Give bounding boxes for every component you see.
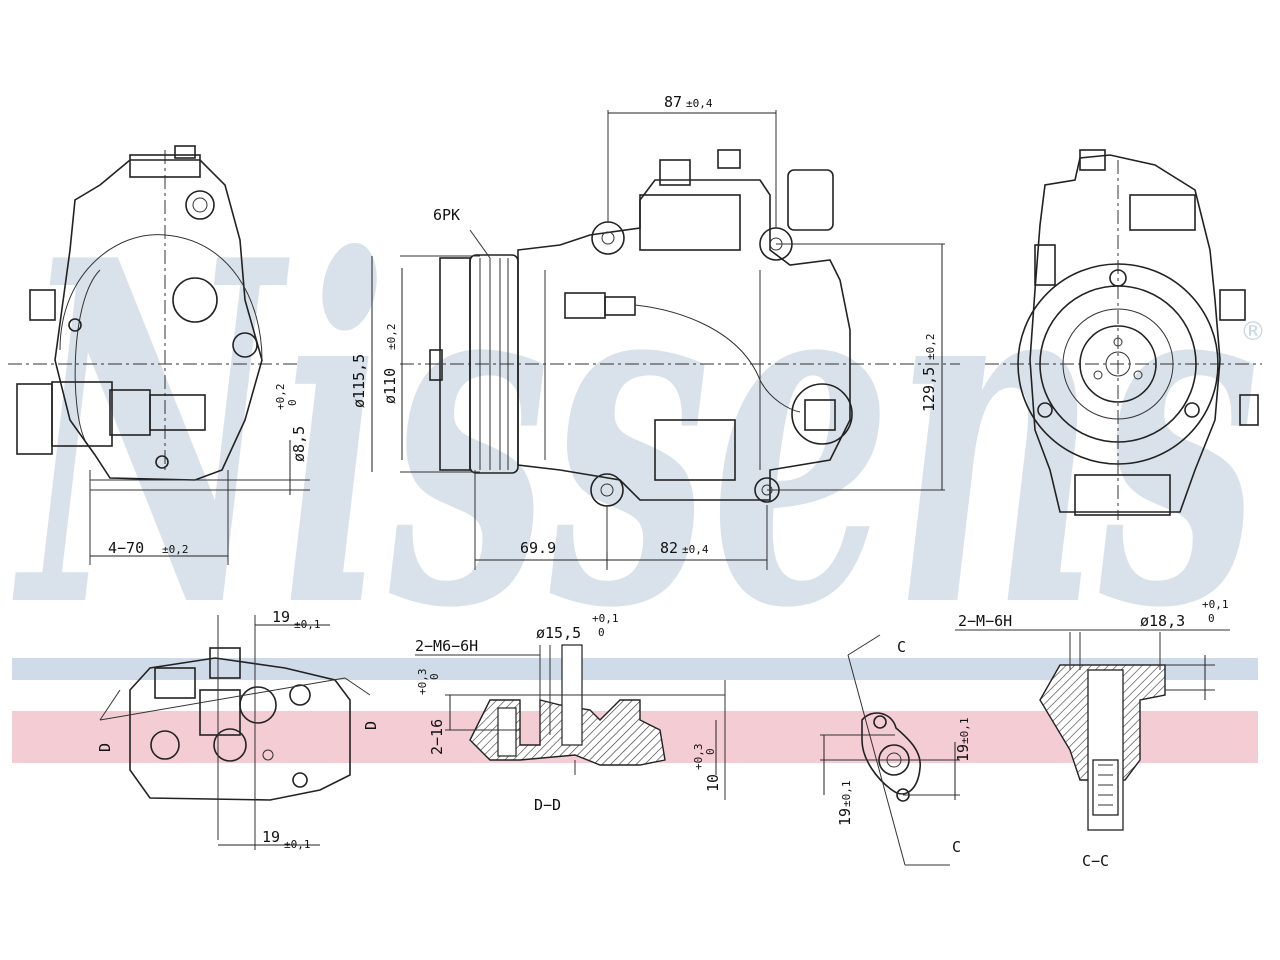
section-cc-label: C−C bbox=[1082, 852, 1109, 870]
dim-bore-depth: 10 bbox=[704, 774, 722, 792]
dim-mount-spacing: 4−70 bbox=[108, 539, 144, 557]
thread-spec-m6: 2−M6−6H bbox=[415, 637, 478, 655]
dim-port-offset-bottom: 19 bbox=[262, 828, 280, 846]
belt-profile-label: 6PK bbox=[433, 206, 460, 224]
dim-flange-spacing-a-tol: ±0,1 bbox=[840, 781, 853, 808]
dim-thread-depth: 2−16 bbox=[428, 719, 446, 755]
dim-pulley-dia-tol: ±0,2 bbox=[385, 324, 398, 351]
section-d-marker-right: D bbox=[362, 721, 380, 730]
left-side-view bbox=[8, 145, 310, 565]
dim-pulley-dia: ø110 bbox=[381, 368, 399, 404]
dim-hole-dia-tol-lo: 0 bbox=[286, 399, 299, 406]
dim-flange-spacing-a: 19 bbox=[836, 808, 854, 826]
dim-port-bore-tol-up: +0,1 bbox=[592, 612, 619, 625]
dim-mount-width-tol: ±0,4 bbox=[686, 97, 713, 110]
section-dd-view bbox=[415, 644, 726, 800]
dim-front-offset: 69.9 bbox=[520, 539, 556, 557]
section-d-marker-left: D bbox=[96, 743, 114, 752]
dim-port-bore: ø15,5 bbox=[536, 624, 581, 642]
dim-seat-dia-tol-up: +0,1 bbox=[1202, 598, 1229, 611]
dim-seat-dia-tol-lo: 0 bbox=[1208, 612, 1215, 625]
dim-thread-depth-tol-up: +0,3 bbox=[416, 669, 429, 696]
dim-port-offset-top-tol: ±0,1 bbox=[294, 618, 321, 631]
brand-watermark: Nissens bbox=[11, 159, 1260, 711]
bottom-left-view bbox=[99, 615, 371, 850]
section-dd-label: D−D bbox=[534, 796, 561, 814]
dim-mount-spacing-tol: ±0,2 bbox=[162, 543, 189, 556]
center-main-view bbox=[400, 110, 960, 570]
dim-bore-depth-tol-up: +0,3 bbox=[692, 744, 705, 771]
dim-port-offset-bottom-tol: ±0,1 bbox=[284, 838, 311, 851]
dim-pulley-outer-dia: ø115,5 bbox=[350, 354, 368, 408]
port-flange-view bbox=[820, 634, 960, 866]
dim-port-offset-top: 19 bbox=[272, 608, 290, 626]
dim-port-bore-tol-lo: 0 bbox=[598, 626, 605, 639]
section-cc-view bbox=[955, 629, 1230, 831]
dim-hole-dia: ø8,5 bbox=[290, 426, 308, 462]
section-c-marker-top: C bbox=[897, 638, 906, 656]
dim-height: 129,5 bbox=[920, 367, 938, 412]
dim-bore-depth-tol-lo: 0 bbox=[704, 748, 717, 755]
dim-seat-dia: ø18,3 bbox=[1140, 612, 1185, 630]
dim-mount-width: 87 bbox=[664, 93, 682, 111]
dim-hole-dia-tol-up: +0,2 bbox=[274, 384, 287, 411]
thread-spec-m8: 2−M−6H bbox=[958, 612, 1012, 630]
dim-flange-spacing-b-tol: ±0,1 bbox=[958, 718, 971, 745]
dim-flange-spacing-b: 19 bbox=[954, 744, 972, 762]
right-end-view bbox=[985, 149, 1262, 520]
dim-thread-depth-tol-lo: 0 bbox=[428, 673, 441, 680]
section-c-marker-bottom: C bbox=[952, 838, 961, 856]
registered-mark: ® bbox=[1240, 317, 1266, 347]
dim-mount-depth: 82 bbox=[660, 539, 678, 557]
blue-stripe bbox=[12, 658, 1258, 680]
dim-height-tol: ±0,2 bbox=[924, 334, 937, 361]
dim-mount-depth-tol: ±0,4 bbox=[682, 543, 709, 556]
